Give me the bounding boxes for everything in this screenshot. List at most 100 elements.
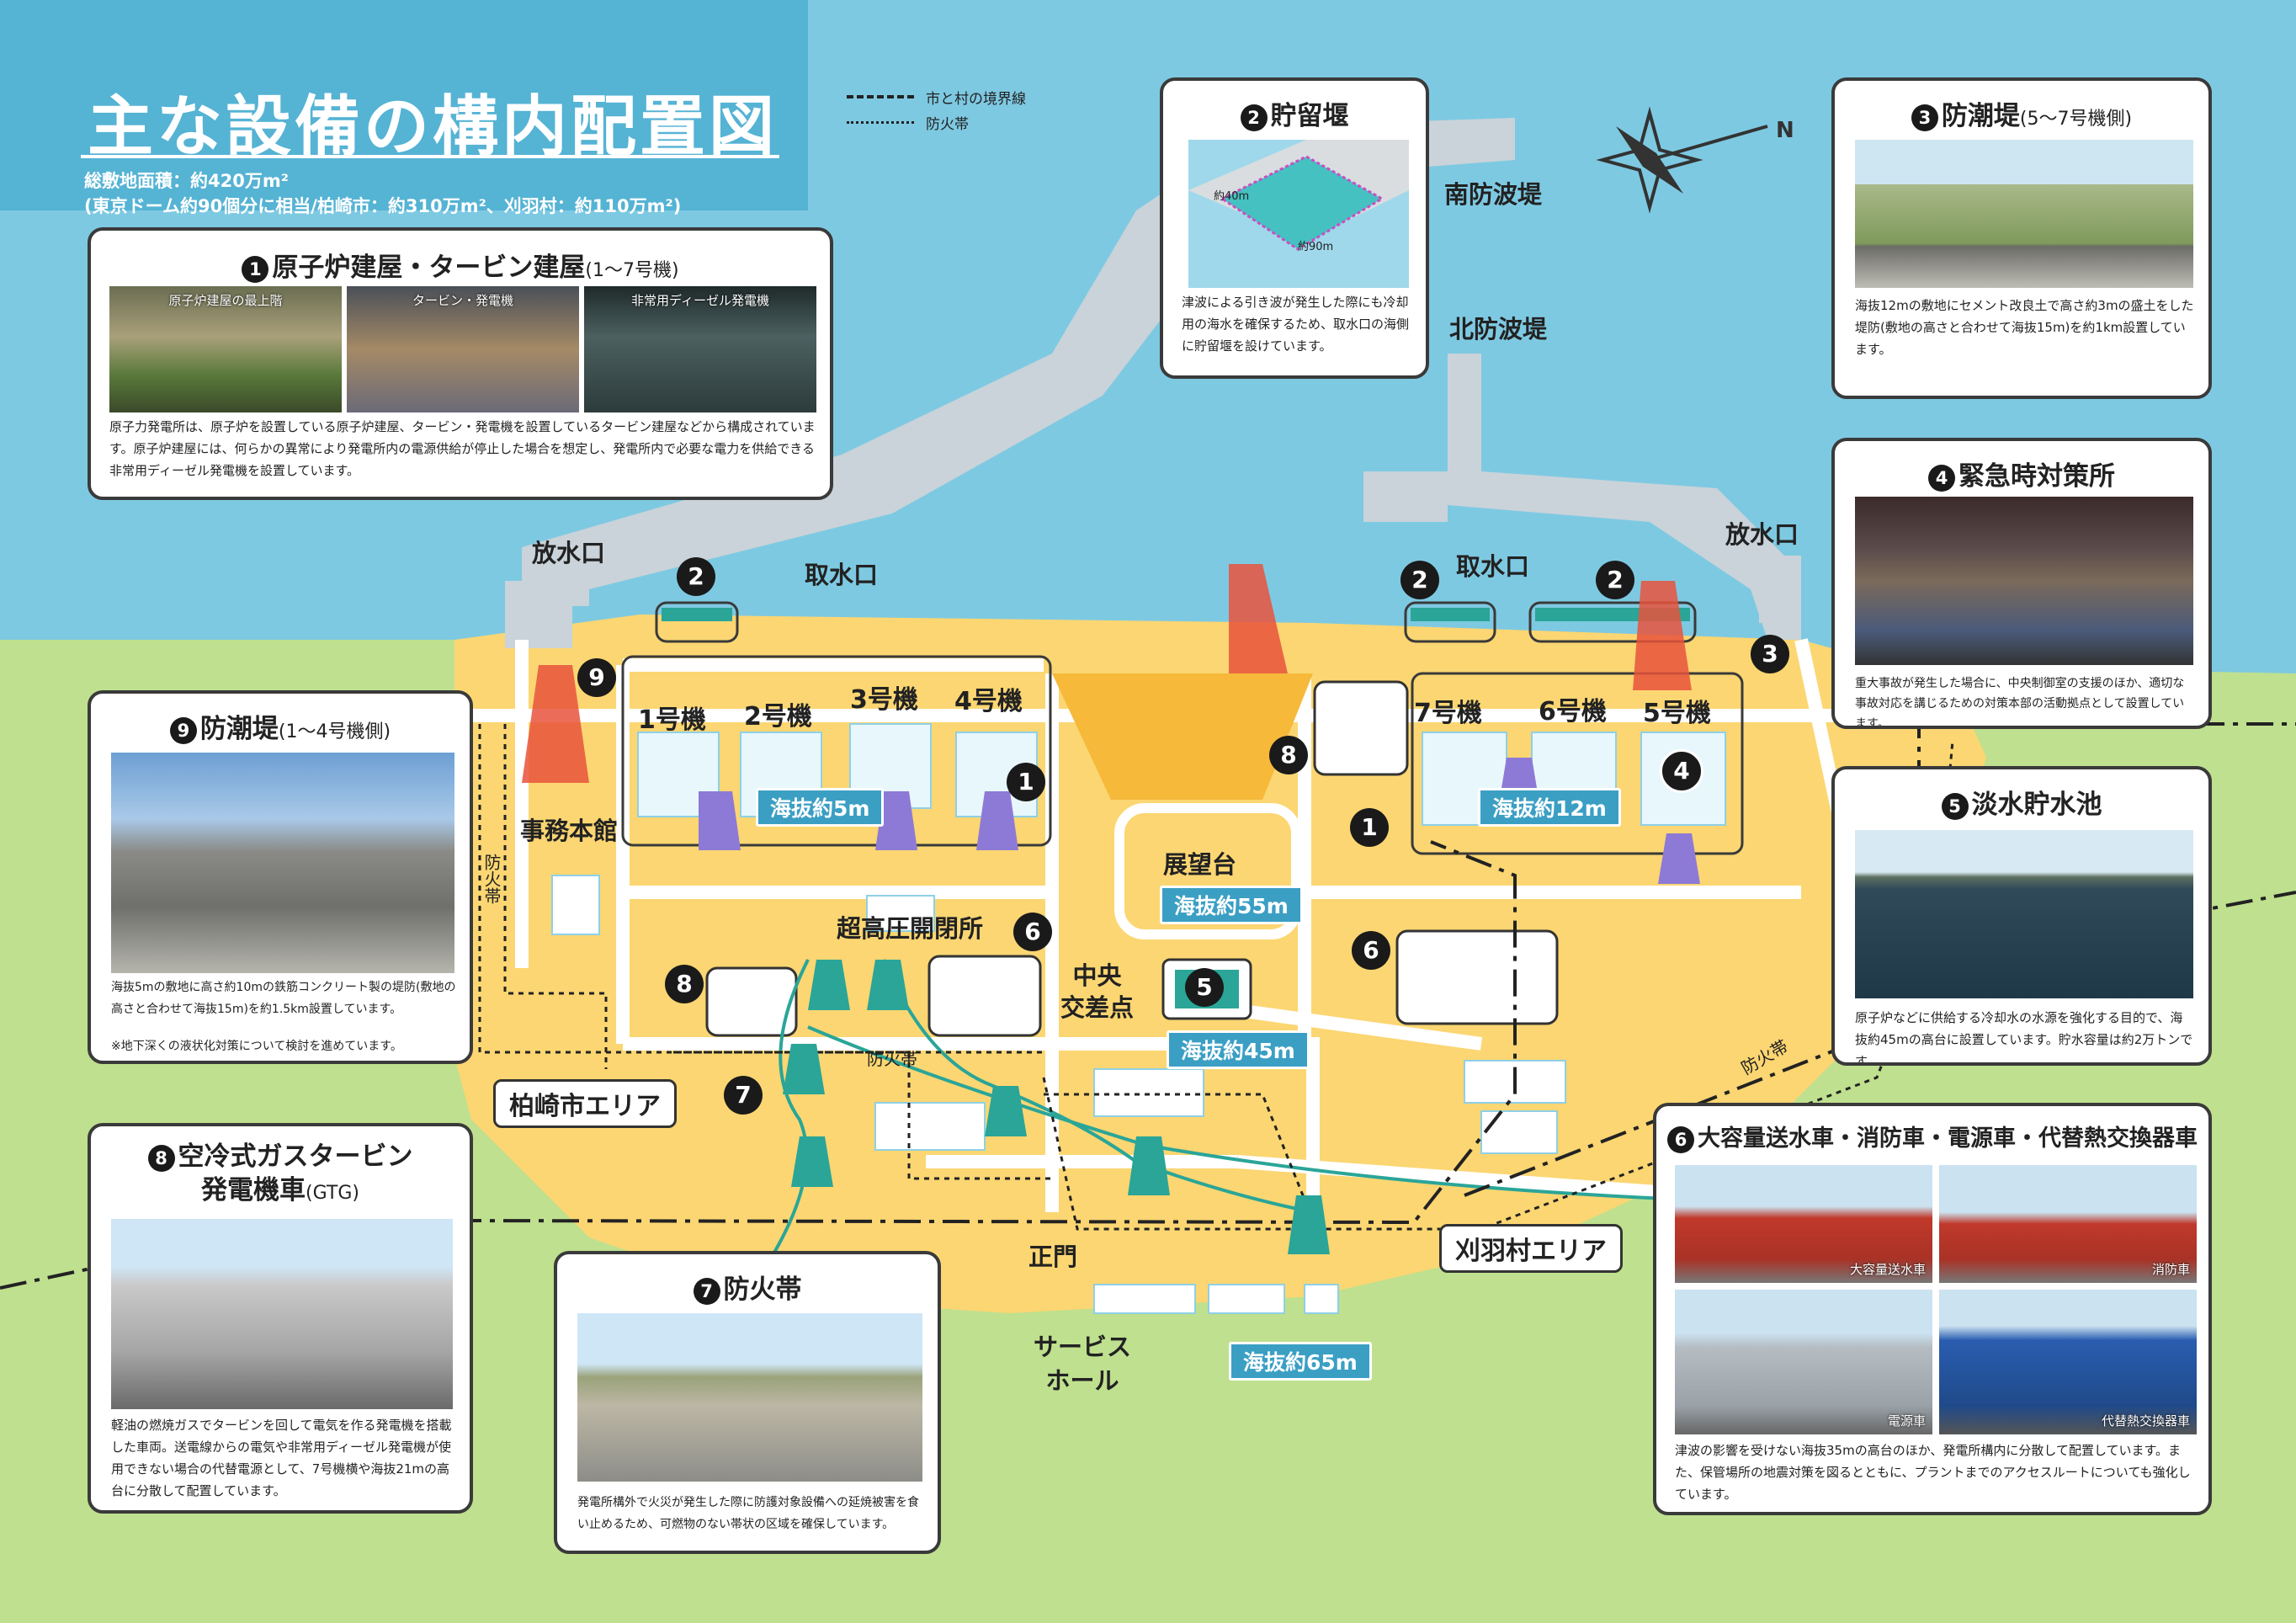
- marker-2-a[interactable]: 2: [677, 557, 715, 596]
- boundary-line: [0, 722, 2296, 1290]
- label-main-gate: 正門: [1028, 1243, 1078, 1271]
- hill-shape: [1052, 673, 1313, 800]
- card-6-text: 津波の影響を受けない海抜35mの高台のほか、発電所構内に分散して配置しています。…: [1675, 1443, 2191, 1502]
- observatory-road: [1114, 803, 1301, 939]
- card-9-title-sub: (1～4号機側): [278, 721, 391, 742]
- card-2-title-text: 貯留堰: [1270, 101, 1349, 131]
- weir-dim-40: 約40m: [1214, 190, 1250, 203]
- gtg-area-right: [1313, 680, 1409, 776]
- title-underline: [81, 155, 779, 158]
- north-breakwater-shape: [1363, 354, 1801, 640]
- legend-firebreak: 防火帯: [847, 109, 1026, 135]
- card-9-note: ※地下深くの液状化対策について検討を進めています。: [111, 1040, 402, 1053]
- photo-power-vehicle-caption: 電源車: [1887, 1413, 1926, 1429]
- marker-2-b[interactable]: 2: [1400, 561, 1439, 599]
- card-1-text: 原子力発電所は、原子炉を設置している原子炉建屋、タービン・発電機を設置しているタ…: [109, 419, 816, 478]
- fire-vehicle-area-right: [1395, 929, 1559, 1025]
- elev-gate: 海抜約65m: [1229, 1342, 1372, 1381]
- photo-seawall-1-4: [111, 753, 454, 973]
- label-firebreak-vertical: 防火帯: [481, 854, 502, 904]
- unit-7-label: 7号機: [1414, 699, 1482, 728]
- units-5-7-frame: [1411, 672, 1744, 855]
- photo-fire-engine: 消防車: [1939, 1165, 2197, 1283]
- photo-large-pump-caption: 大容量送水車: [1849, 1262, 1926, 1277]
- weir-dim-90: 約90m: [1298, 241, 1334, 253]
- compass-north-label: N: [1776, 118, 1794, 143]
- photo-heat-exchanger-caption: 代替熱交換器車: [2101, 1413, 2190, 1429]
- label-outlet-left: 放水口: [532, 539, 606, 567]
- label-firebreak-mid: 防火帯: [867, 1049, 917, 1069]
- elev-units-1-4: 海抜約5m: [756, 788, 885, 827]
- photo-diesel: 非常用ディーゼル発電機: [584, 286, 816, 412]
- card-5-text: 原子炉などに供給する冷却水の水源を強化する目的で、海抜約45mの高台に設置してい…: [1855, 1010, 2193, 1066]
- marker-6-b[interactable]: 6: [1352, 931, 1390, 970]
- marker-8-a[interactable]: 8: [1269, 736, 1308, 774]
- card-7-num: 7: [693, 1277, 720, 1305]
- label-center-crossing: 中央 交差点: [1060, 961, 1135, 1022]
- card-1-title-text: 原子炉建屋・タービン建屋: [272, 253, 586, 283]
- marker-2-c[interactable]: 2: [1596, 561, 1634, 599]
- weir-diagram: [1188, 140, 1409, 288]
- elev-units-5-7: 海抜約12m: [1478, 788, 1621, 827]
- card-3-title-sub: (5～7号機側): [2019, 109, 2133, 130]
- label-north-breakwater: 北防波堤: [1449, 315, 1548, 343]
- photo-turbine: タービン・発電機: [347, 286, 579, 412]
- legend-boundary-label: 市と村の境界線: [926, 90, 1026, 108]
- label-outlet-right: 放水口: [1725, 520, 1799, 549]
- legend-firebreak-label: 防火帯: [926, 115, 969, 133]
- transmission-lines: [756, 959, 1819, 1281]
- photo-reactor-top-caption: 原子炉建屋の最上階: [168, 293, 283, 308]
- unit-5-label: 5号機: [1643, 699, 1711, 728]
- card-8-num: 8: [147, 1144, 175, 1172]
- label-intake-left: 取水口: [805, 561, 879, 589]
- card-5-num: 5: [1941, 792, 1969, 820]
- marker-5[interactable]: 5: [1185, 968, 1224, 1007]
- card-1-num: 1: [242, 255, 269, 283]
- marker-3[interactable]: 3: [1751, 635, 1789, 673]
- legend-firebreak-line: [847, 120, 914, 124]
- marker-8-b[interactable]: 8: [665, 965, 704, 1003]
- marker-4[interactable]: 4: [1660, 749, 1703, 793]
- unit-6-label: 6号機: [1539, 697, 1607, 726]
- unit-4-label: 4号機: [954, 687, 1023, 716]
- photo-heat-exchanger: 代替熱交換器車: [1939, 1290, 2197, 1434]
- gtg-area-left: [705, 966, 798, 1037]
- card-3-text: 海抜12mの敷地にセメント改良土で高さ約3mの盛土をした堤防(敷地の高さと合わせ…: [1855, 298, 2194, 357]
- card-8-title-text: 空冷式ガスタービン: [178, 1141, 413, 1172]
- misc-buildings: [551, 875, 1566, 1314]
- area-info: 総敷地面積：約420万m² (東京ドーム約90個分に相当/柏崎市：約310万m²…: [84, 168, 681, 219]
- photo-gas-turbine: [111, 1219, 453, 1409]
- card-9-text: 海抜5mの敷地に高さ約10mの鉄筋コンクリート製の堤防(敷地の高さと合わせて海抜…: [111, 981, 456, 1016]
- photo-diesel-caption: 非常用ディーゼル発電機: [631, 293, 769, 308]
- card-8-title-line2: 発電機車(GTG): [91, 1173, 470, 1211]
- compass-icon: [1596, 106, 1768, 214]
- card-8-text: 軽油の燃焼ガスでタービンを回して電気を作る発電機を搭載した車両。送電線からの電気…: [111, 1418, 452, 1498]
- marker-7[interactable]: 7: [724, 1076, 763, 1115]
- legend-boundary-line: [847, 95, 914, 98]
- units-1-4-frame: [621, 655, 1052, 847]
- photo-large-pump: 大容量送水車: [1675, 1165, 1932, 1283]
- card-7-title-text: 防火帯: [723, 1274, 802, 1305]
- marker-1-a[interactable]: 1: [1007, 763, 1045, 801]
- card-4-title-text: 緊急時対策所: [1959, 461, 2115, 492]
- card-8-title-text2: 発電機車: [201, 1175, 306, 1205]
- marker-6-a[interactable]: 6: [1013, 913, 1052, 951]
- marker-9[interactable]: 9: [577, 658, 616, 697]
- card-2-text: 津波による引き波が発生した際にも冷却用の海水を確保するため、取水口の海側に貯留堰…: [1182, 295, 1410, 354]
- card-8-title-sub: (GTG): [306, 1183, 359, 1204]
- card-6-title-text: 大容量送水車・消防車・電源車・代替熱交換器車: [1698, 1125, 2198, 1152]
- marker-1-b[interactable]: 1: [1350, 808, 1389, 847]
- label-substation: 超高圧開閉所: [837, 914, 984, 943]
- card-9-title-text: 防潮堤: [199, 714, 279, 744]
